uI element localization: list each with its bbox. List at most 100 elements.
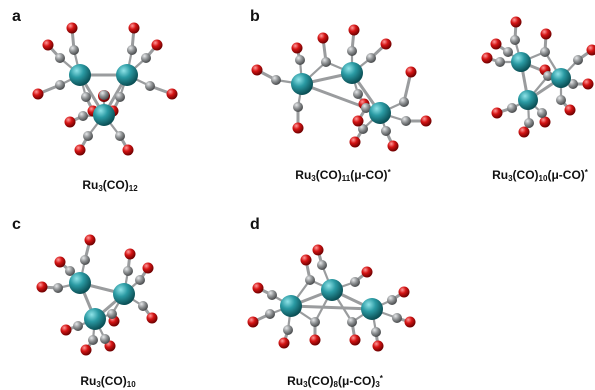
- panel-letter-b: b: [250, 8, 260, 25]
- caption-ru3co12: Ru3(CO)12: [82, 178, 137, 193]
- carbon-atom: [135, 275, 145, 285]
- carbon-atom: [123, 266, 133, 276]
- oxygen-atom: [348, 24, 360, 36]
- oxygen-atom: [564, 104, 576, 116]
- caption-segment: (μ-CO): [337, 374, 376, 388]
- oxygen-atom: [352, 115, 364, 127]
- oxygen-atom: [404, 316, 416, 328]
- carbon-atom: [366, 53, 376, 63]
- oxygen-atom: [398, 286, 410, 298]
- oxygen-atom: [586, 44, 595, 56]
- molecule-ru3co8-mu-co3: [247, 244, 416, 352]
- bond: [289, 304, 374, 311]
- ruthenium-atom: [341, 62, 363, 84]
- carbon-atom: [145, 81, 155, 91]
- ruthenium-atom: [518, 90, 538, 110]
- ruthenium-atom: [93, 104, 115, 126]
- carbon-atom: [495, 57, 505, 67]
- caption-segment: (CO): [307, 374, 334, 388]
- carbon-atom: [55, 80, 65, 90]
- oxygen-atom: [64, 116, 76, 128]
- caption-segment: 3: [375, 380, 380, 389]
- carbon-atom: [283, 325, 293, 335]
- caption-segment: 8: [333, 380, 338, 389]
- oxygen-atom: [380, 38, 392, 50]
- ruthenium-atom: [361, 298, 383, 320]
- caption-segment: *: [379, 374, 383, 383]
- ruthenium-atom: [280, 295, 302, 317]
- ruthenium-atom: [291, 73, 313, 95]
- carbon-atom: [361, 103, 371, 113]
- ruthenium-atom: [113, 283, 135, 305]
- caption-segment: 10: [538, 174, 548, 183]
- oxygen-atom: [251, 64, 263, 76]
- carbon-atom: [310, 317, 320, 327]
- panel-letter-d: d: [250, 216, 260, 233]
- oxygen-atom: [491, 107, 503, 119]
- carbon-atom: [317, 260, 327, 270]
- oxygen-atom: [539, 116, 551, 128]
- carbon-atom: [271, 75, 281, 85]
- caption-segment: Ru: [295, 168, 312, 182]
- carbon-atom: [100, 334, 110, 344]
- carbon-atom: [401, 116, 411, 126]
- molecule-ru3co12: [32, 22, 178, 156]
- caption-ru3co10-mu-co: Ru3(CO)10(μ-CO)*: [492, 168, 588, 183]
- carbon-atom: [399, 97, 409, 107]
- carbon-atom: [107, 309, 117, 319]
- carbon-atom: [510, 35, 520, 45]
- caption-segment: 3: [303, 380, 308, 389]
- oxygen-atom: [387, 140, 399, 152]
- carbon-atom: [347, 46, 357, 56]
- carbon-atom: [138, 301, 148, 311]
- caption-segment: (CO): [315, 168, 342, 182]
- caption-segment: 3: [96, 380, 101, 389]
- caption-segment: 12: [128, 184, 138, 193]
- panel-letter-c: c: [12, 216, 21, 233]
- caption-segment: Ru: [287, 374, 304, 388]
- carbon-atom: [347, 317, 357, 327]
- carbon-atom: [573, 55, 583, 65]
- oxygen-atom: [54, 256, 66, 268]
- carbon-atom: [556, 95, 566, 105]
- oxygen-atom: [151, 39, 163, 51]
- carbon-atom: [80, 255, 90, 265]
- oxygen-atom: [42, 39, 54, 51]
- oxygen-atom: [349, 334, 361, 346]
- caption-segment: Ru: [492, 168, 509, 182]
- oxygen-atom: [490, 38, 502, 50]
- carbon-atom: [543, 71, 553, 81]
- carbon-atom: [81, 92, 91, 102]
- carbon-atom: [115, 92, 125, 102]
- oxygen-atom: [420, 115, 432, 127]
- oxygen-atom: [361, 266, 373, 278]
- carbon-atom: [371, 327, 381, 337]
- carbon-atom: [353, 89, 363, 99]
- oxygen-atom: [128, 22, 140, 34]
- carbon-atom: [524, 118, 534, 128]
- oxygen-atom: [312, 244, 324, 256]
- oxygen-atom: [278, 337, 290, 349]
- caption-segment: 3: [311, 174, 316, 183]
- carbon-atom: [568, 79, 578, 89]
- oxygen-atom: [247, 316, 259, 328]
- oxygen-atom: [518, 126, 530, 138]
- carbon-atom: [507, 103, 517, 113]
- carbon-atom: [537, 108, 547, 118]
- ruthenium-atom: [116, 64, 138, 86]
- caption-segment: 10: [126, 380, 136, 389]
- oxygen-atom: [252, 282, 264, 294]
- oxygen-atom: [372, 340, 384, 352]
- carbon-atom: [358, 124, 368, 134]
- oxygen-atom: [405, 66, 417, 78]
- caption-segment: (CO): [102, 178, 129, 192]
- oxygen-atom: [349, 136, 361, 148]
- caption-segment: Ru: [82, 178, 99, 192]
- carbon-atom: [265, 309, 275, 319]
- carbon-atom: [115, 131, 125, 141]
- caption-ru3co10: Ru3(CO)10: [80, 374, 135, 389]
- caption-segment: 3: [98, 184, 103, 193]
- molecule-ru3co10-mu-co: [481, 16, 595, 138]
- oxygen-atom: [124, 248, 136, 260]
